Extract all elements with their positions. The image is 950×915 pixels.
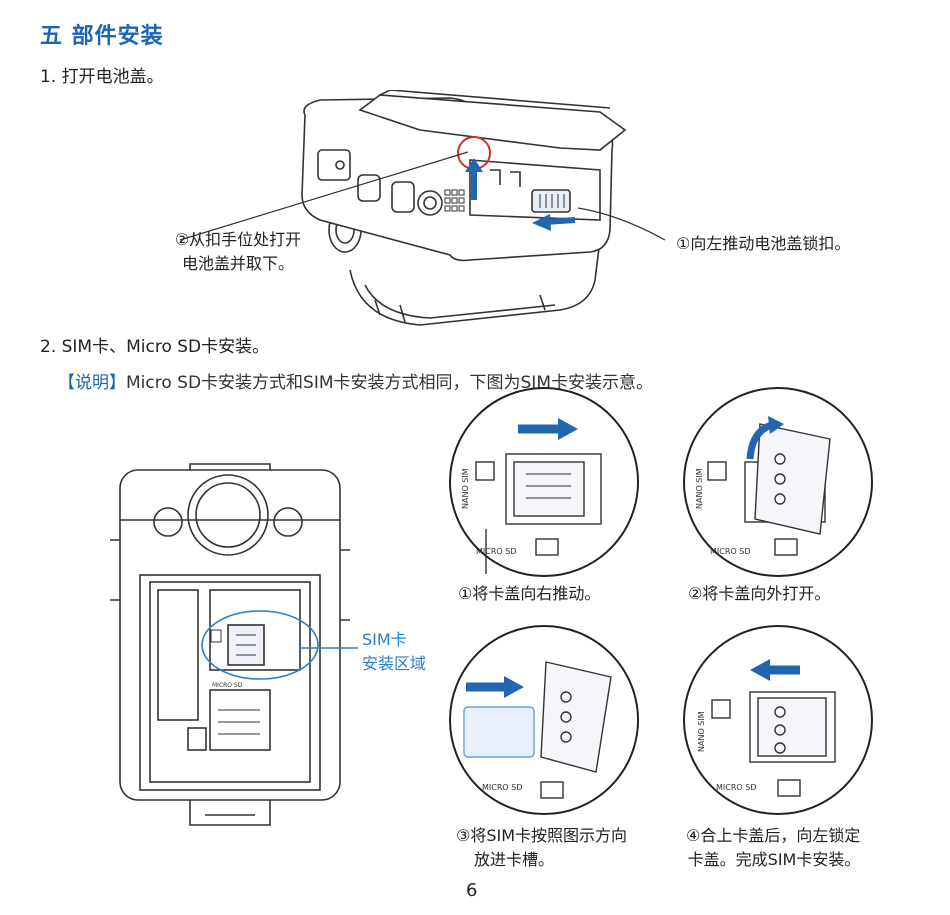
slot-label-nano-sim-4: NANO SIM <box>697 711 706 752</box>
sim-area-highlight <box>201 610 319 680</box>
caption-insert-sim-line2: 放进卡槽。 <box>474 850 555 869</box>
install-note: 【说明】Micro SD卡安装方式和SIM卡安装方式相同，下图为SIM卡安装示意… <box>58 368 653 393</box>
callout-remove-cover-line1: ②从扣手位处打开 <box>174 230 302 249</box>
section-title: 五 部件安装 <box>40 24 164 49</box>
caption-insert-sim: ③将SIM卡按照图示方向 放进卡槽。 <box>456 824 627 872</box>
step-open-cover-illustration: NANO SIM MICRO SD <box>683 387 873 577</box>
caption-lock-cover-line1: ④合上卡盖后，向左锁定 <box>686 826 861 845</box>
callout-remove-cover: ②从扣手位处打开 电池盖并取下。 <box>158 228 318 276</box>
slot-label-nano-sim-2: NANO SIM <box>695 468 704 509</box>
sim-area-leader <box>300 647 358 649</box>
caption-lock-cover-line2: 卡盖。完成SIM卡安装。 <box>687 850 861 869</box>
step-insert-sim-illustration: MICRO SD <box>449 625 639 815</box>
caption-lock-cover: ④合上卡盖后，向左锁定 卡盖。完成SIM卡安装。 <box>686 824 860 872</box>
note-label: 【说明】 <box>58 373 126 393</box>
sim-area-label-line2: 安装区域 <box>362 654 427 673</box>
slot-label-micro-sd-2: MICRO SD <box>710 547 750 556</box>
battery-cover-illustration <box>179 90 666 326</box>
slot-label-micro-sd-4: MICRO SD <box>716 783 756 792</box>
slot-label-nano-sim-1: NANO SIM <box>461 468 470 509</box>
device-back-illustration: MICRO SD <box>110 463 350 826</box>
callout-push-latch: ①向左推动电池盖锁扣。 <box>676 234 851 253</box>
caption-open-cover: ②将卡盖向外打开。 <box>688 584 831 603</box>
slot-label-micro-sd-3: MICRO SD <box>482 783 522 792</box>
callout-remove-cover-line2: 电池盖并取下。 <box>181 254 294 273</box>
sim-area-label-line1: SIM卡 <box>362 630 407 649</box>
step-1-heading: 1. 打开电池盖。 <box>40 67 164 87</box>
caption-insert-sim-line1: ③将SIM卡按照图示方向 <box>456 826 628 845</box>
page-number: 6 <box>466 880 478 901</box>
caption-push-right: ①将卡盖向右推动。 <box>458 584 601 603</box>
slot-label-micro-sd-1: MICRO SD <box>476 547 516 556</box>
step-lock-cover-illustration: NANO SIM MICRO SD <box>683 625 873 815</box>
step-push-right-illustration: NANO SIM MICRO SD <box>449 387 639 577</box>
slot-label-micro-sd: MICRO SD <box>212 682 243 689</box>
step-2-heading: 2. SIM卡、Micro SD卡安装。 <box>40 337 270 357</box>
note-text: Micro SD卡安装方式和SIM卡安装方式相同，下图为SIM卡安装示意。 <box>126 373 653 393</box>
sim-area-label: SIM卡 安装区域 <box>362 628 426 676</box>
